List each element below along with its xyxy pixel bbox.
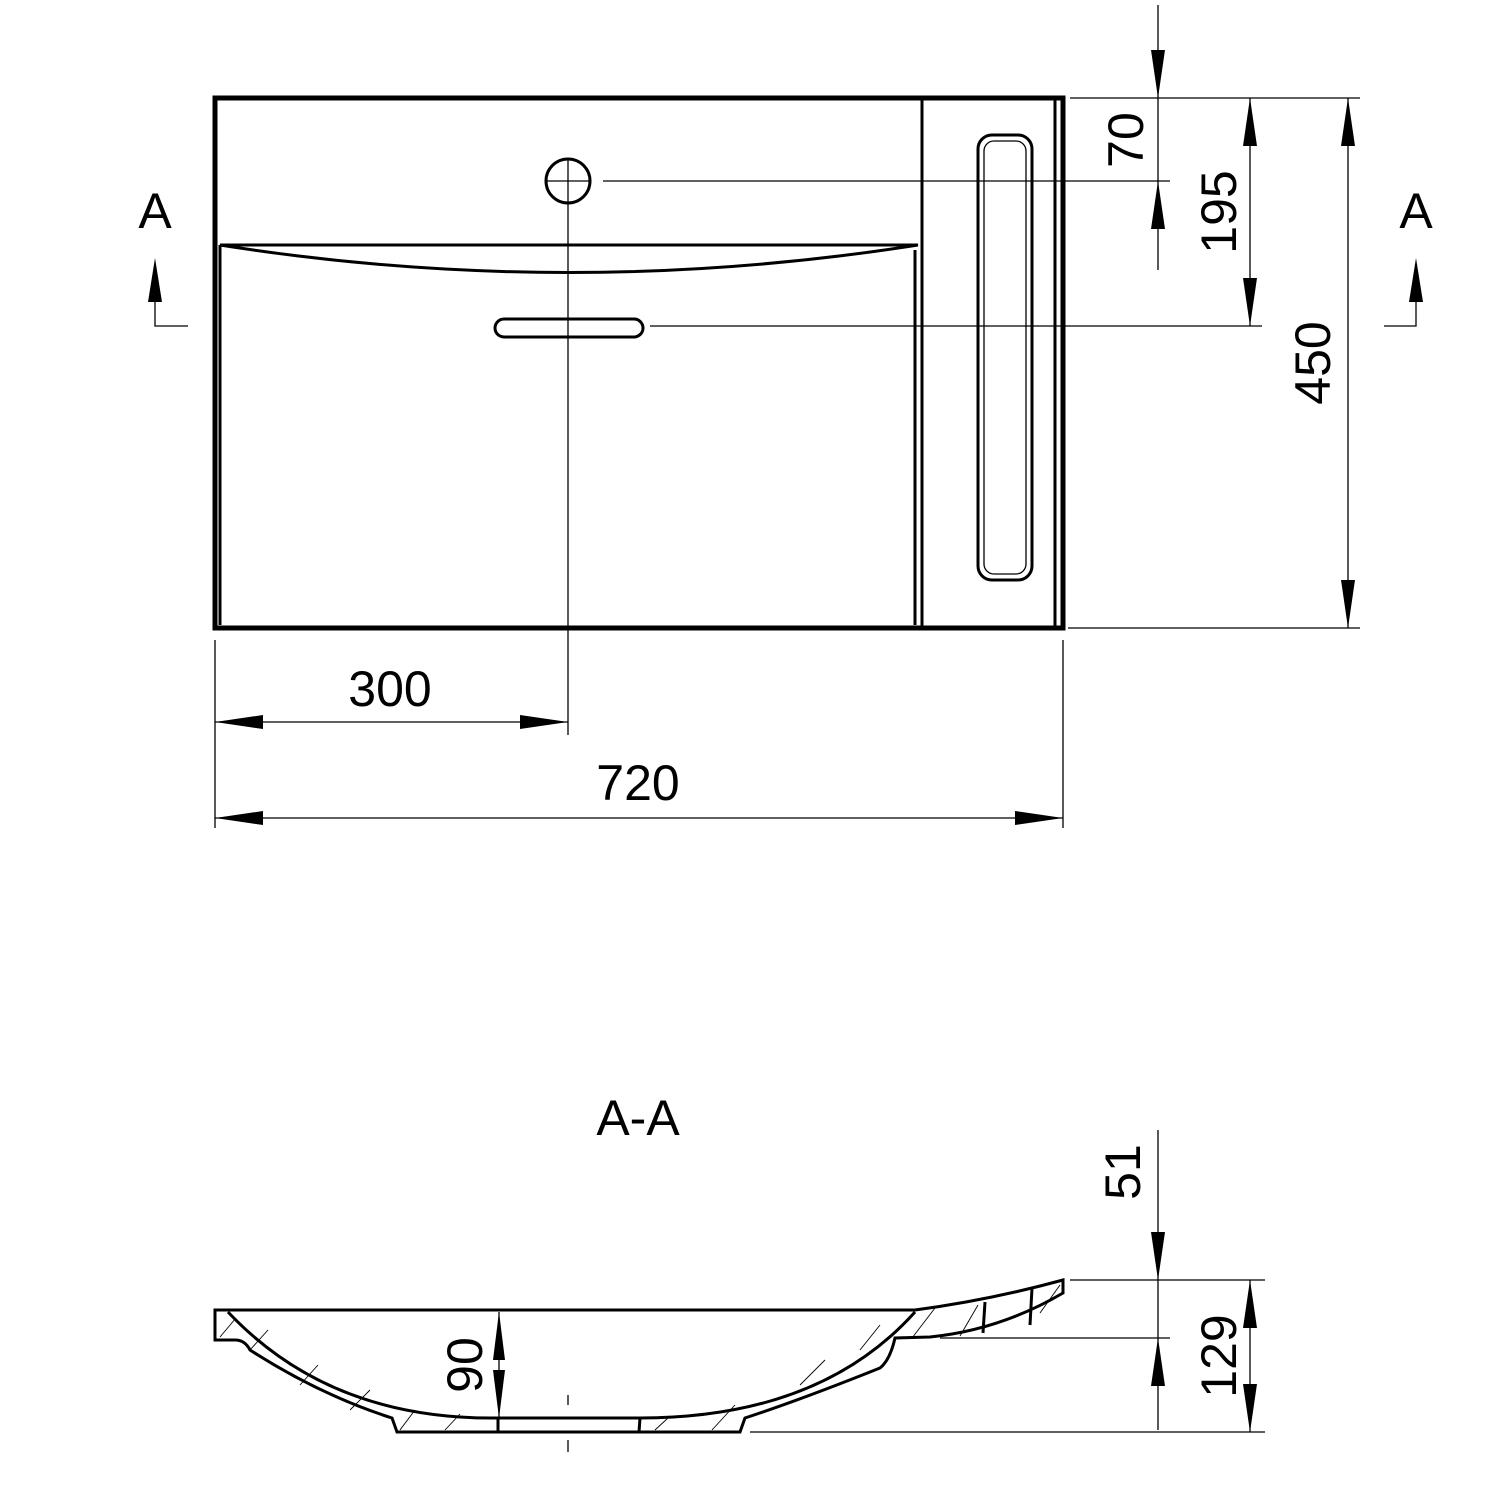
arrowhead (1151, 181, 1165, 229)
section-label: A (1399, 183, 1433, 239)
bowl-inner-curve (226, 1310, 917, 1420)
dimension-label: 300 (348, 661, 431, 717)
dimension-label: 720 (596, 755, 679, 811)
dimension-label: 70 (1098, 112, 1154, 168)
arrowhead (520, 715, 568, 729)
dimension-label: 450 (1285, 321, 1341, 404)
section-marker-left: A (138, 183, 188, 327)
arrowhead (1151, 50, 1165, 98)
arrowhead (1151, 1338, 1165, 1386)
dimension-label: 129 (1191, 1314, 1247, 1397)
arrowhead (1341, 98, 1355, 146)
section-marker-right: A (1384, 183, 1433, 327)
arrowhead (493, 1370, 505, 1418)
arrowhead (493, 1312, 505, 1360)
section-break-line (1028, 1287, 1034, 1326)
section-title: A-A (596, 1090, 680, 1146)
dimension-720: 720 (215, 755, 1063, 825)
arrowhead (1015, 811, 1063, 825)
overflow-slot (493, 317, 645, 339)
arrowhead (1151, 1232, 1165, 1280)
dimension-label: 51 (1095, 1144, 1151, 1200)
basin-outline (212, 95, 1066, 631)
section-hatching (219, 1284, 1061, 1431)
arrowhead (1243, 98, 1257, 146)
arrowhead (1243, 1384, 1257, 1432)
dimension-51: 51 (1095, 1130, 1165, 1430)
dimension-label: 195 (1191, 170, 1247, 253)
section-break-line (981, 1301, 987, 1334)
section-profile (213, 1278, 1065, 1434)
shelf-recess-inner (983, 140, 1027, 575)
arrowhead (148, 258, 162, 302)
arrowhead (1243, 1280, 1257, 1328)
arrowhead (215, 811, 263, 825)
section-break-line (637, 1417, 642, 1433)
dimension-195: 195 (1191, 98, 1257, 326)
arrowhead (1243, 278, 1257, 326)
dimension-70: 70 (1098, 5, 1165, 270)
arrowhead (1341, 580, 1355, 628)
dimension-300: 300 (215, 661, 568, 729)
section-label: A (138, 183, 172, 239)
section-view: A-A (213, 1090, 1265, 1452)
arrowhead (215, 715, 263, 729)
dimension-label: 90 (437, 1337, 493, 1393)
top-view: 70 195 450 300 720 (138, 5, 1433, 828)
dimension-129: 129 (1191, 1280, 1257, 1432)
bowl-front-curve (219, 243, 919, 274)
arrowhead (1409, 258, 1423, 302)
dimension-450: 450 (1285, 98, 1355, 628)
shelf-recess (976, 133, 1034, 582)
dimension-90: 90 (437, 1312, 505, 1418)
